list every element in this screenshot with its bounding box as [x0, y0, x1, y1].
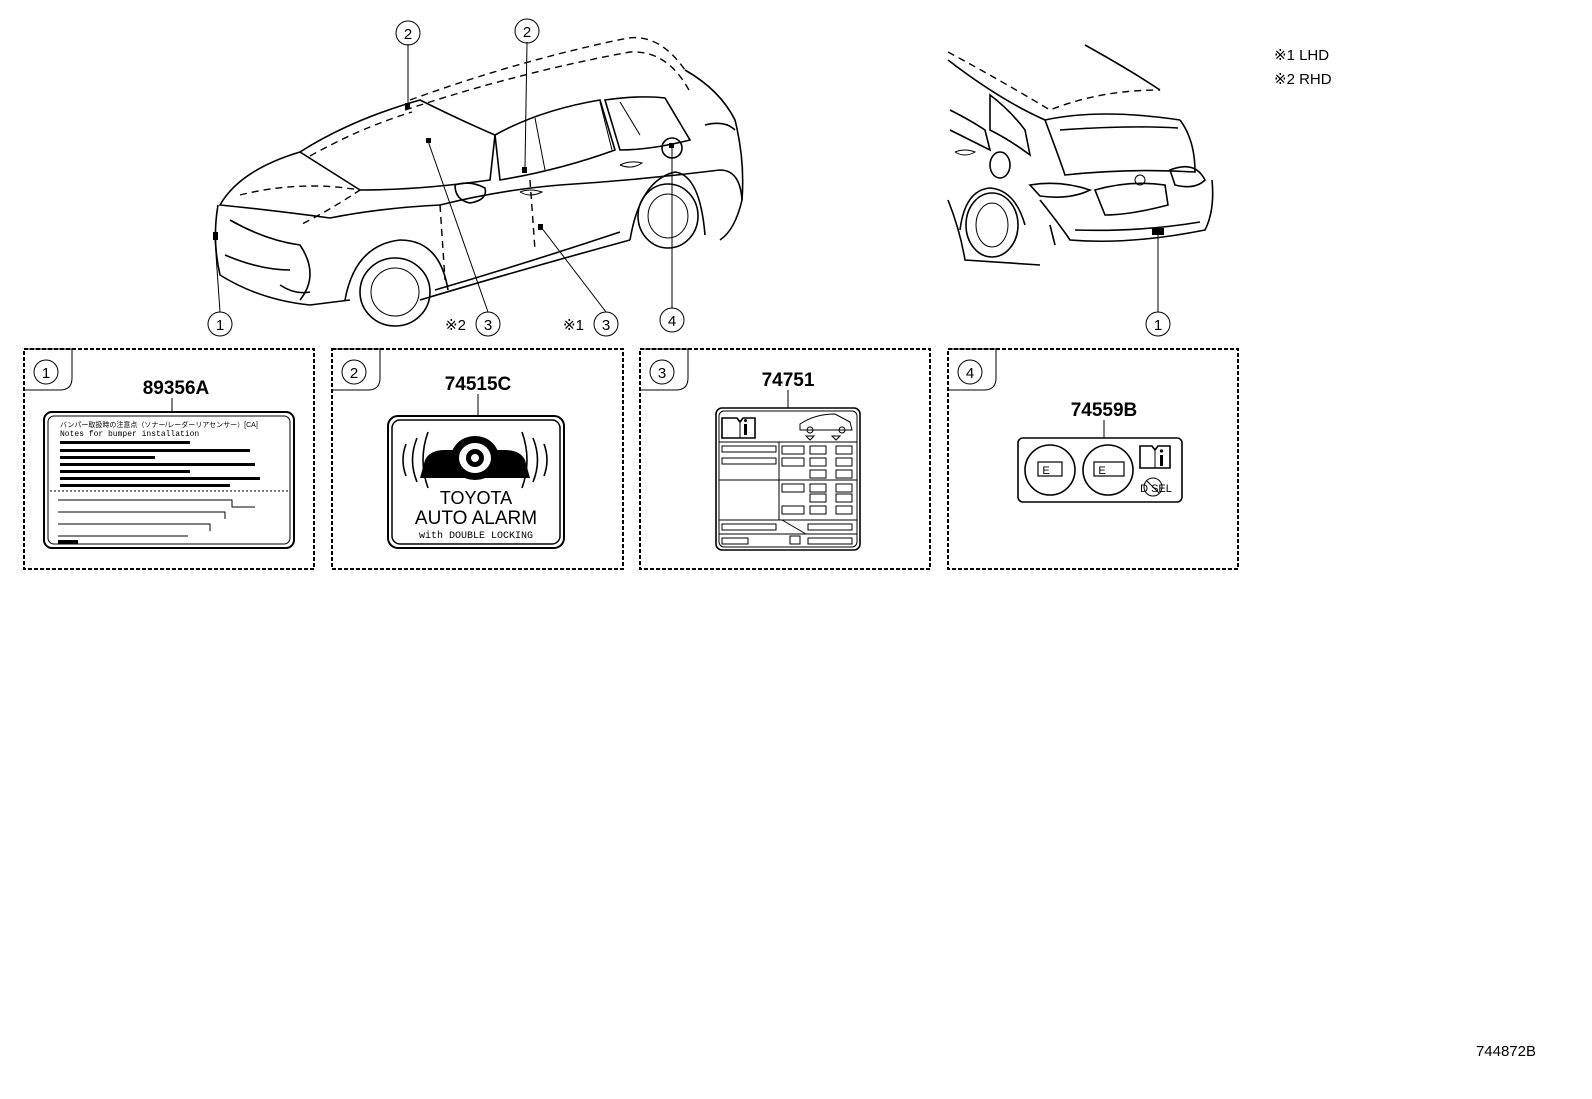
- note-lhd: ※1 LHD: [1274, 47, 1329, 64]
- car-front-view: [213, 36, 744, 327]
- svg-text:1: 1: [1154, 317, 1162, 334]
- panel-3: 3 74751: [639, 348, 931, 570]
- svg-text:1: 1: [216, 317, 224, 334]
- callout-fuel-lid: 4: [659, 307, 685, 333]
- svg-text:4: 4: [668, 313, 676, 330]
- svg-text:3: 3: [602, 317, 610, 334]
- callout-front-bumper: 1: [207, 311, 233, 337]
- svg-text:Notes for bumper installation: Notes for bumper installation: [60, 430, 199, 439]
- fuel-badge-right: E: [1082, 444, 1134, 496]
- svg-text:TOYOTA: TOYOTA: [440, 488, 512, 508]
- auto-alarm-sticker: TOYOTA AUTO ALARM with DOUBLE LOCKING: [387, 415, 565, 549]
- bumper-notes-label: バンパー取扱時の注意点（ソナー/レーダーリアセンサー）[CA] Notes fo…: [43, 411, 295, 549]
- part-number-89356A: 89356A: [143, 378, 210, 399]
- fuel-badge-left: E: [1024, 444, 1076, 496]
- svg-text:2: 2: [523, 24, 531, 41]
- manual-info-icon: [1139, 445, 1171, 469]
- diesel-text: D SEL: [1140, 483, 1172, 495]
- panel-4: 4 74559B E E: [947, 348, 1239, 570]
- svg-text:2: 2: [404, 26, 412, 43]
- tire-pressure-placard: [715, 407, 861, 551]
- callout-lhd-door: ※1 3: [563, 311, 619, 337]
- callout-windshield: 2: [395, 20, 421, 46]
- svg-text:with DOUBLE LOCKING: with DOUBLE LOCKING: [419, 530, 533, 542]
- drawing-number: 744872B: [1476, 1043, 1536, 1060]
- callout-rhd-door: ※2 3: [445, 311, 501, 337]
- svg-text:E: E: [1042, 465, 1049, 477]
- car-alarm-icon: [402, 431, 548, 489]
- svg-text:バンパー取扱時の注意点（ソナー/レーダーリアセンサー）[CA: バンパー取扱時の注意点（ソナー/レーダーリアセンサー）[CA]: [60, 420, 258, 429]
- note-rhd: ※2 RHD: [1274, 71, 1332, 88]
- car-rear-view: [947, 44, 1214, 312]
- svg-text:※1: ※1: [563, 317, 584, 334]
- callout-pillar: 2: [514, 18, 540, 44]
- manual-info-icon: [721, 417, 756, 439]
- panel-2: 2 74515C TOYOTA AUTO ALARM with DOUB: [331, 348, 624, 570]
- panel-1: 1 89356A バンパー取扱時の注意点（ソナー/レーダーリアセンサー）[CA]…: [23, 348, 315, 570]
- svg-text:※2: ※2: [445, 317, 466, 334]
- no-fuel-icon: [1143, 477, 1163, 497]
- part-number-74515C: 74515C: [445, 374, 512, 395]
- panel-4-index: 4: [966, 365, 974, 382]
- svg-text:AUTO ALARM: AUTO ALARM: [415, 508, 537, 529]
- panel-2-index: 2: [350, 365, 358, 382]
- fuel-type-label: E E D SEL: [1017, 437, 1183, 503]
- svg-text:E: E: [1098, 465, 1105, 477]
- callout-rear-bumper: 1: [1145, 311, 1171, 337]
- panel-1-index: 1: [42, 365, 50, 382]
- car-silhouette-icon: [799, 413, 853, 441]
- panel-3-index: 3: [658, 365, 666, 382]
- svg-text:3: 3: [484, 317, 492, 334]
- part-number-74751: 74751: [762, 370, 815, 391]
- part-number-74559B: 74559B: [1071, 400, 1138, 421]
